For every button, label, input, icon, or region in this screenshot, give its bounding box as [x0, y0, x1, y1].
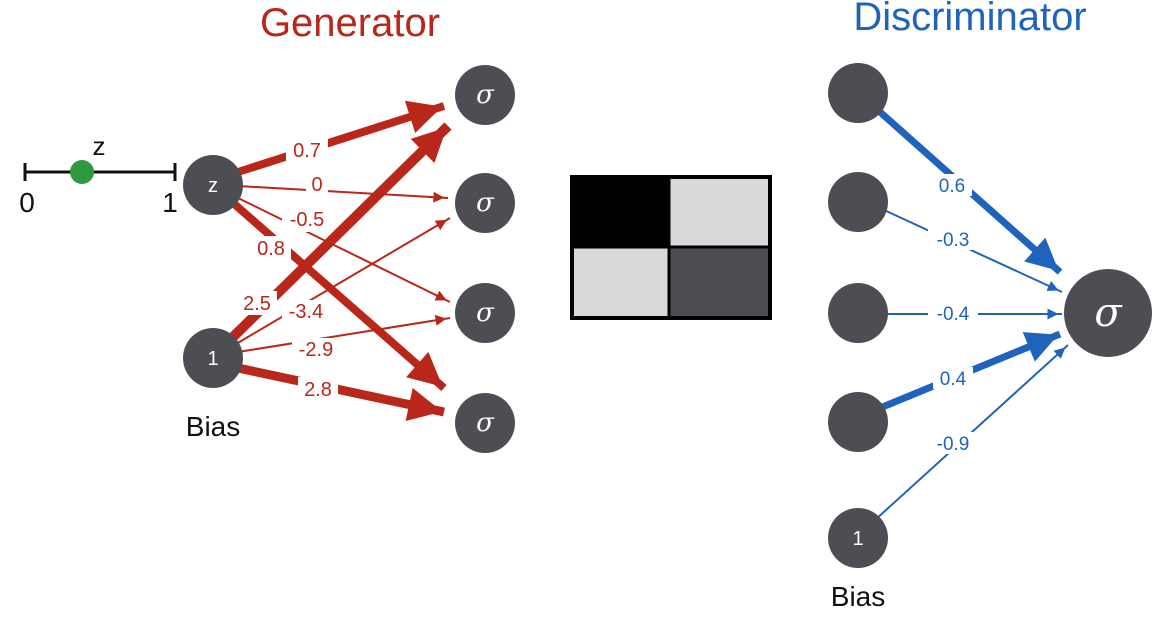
weight-label-z-o3: -0.5: [290, 209, 324, 231]
weight-label-d5: -0.9: [937, 434, 970, 455]
z-slider[interactable]: z 0 1: [19, 131, 178, 218]
sigma-label: σ: [476, 80, 495, 110]
sigma-label: σ: [1094, 290, 1123, 336]
weight-label-z-o4: 0.8: [257, 238, 285, 260]
generated-image-grid: [570, 175, 772, 320]
weight-label-b-o1: 2.5: [243, 293, 271, 315]
discriminator-output-node: σ: [1064, 269, 1152, 357]
discriminator-bias-node: 1: [828, 508, 888, 568]
weight-label-d1: 0.6: [939, 176, 965, 197]
edge-b-o3: [237, 314, 451, 353]
edge-z-o4: [229, 198, 447, 392]
slider-handle[interactable]: [70, 160, 94, 184]
edge-z-o1: [236, 100, 446, 176]
discriminator-weight-labels: 0.6 -0.3 -0.4 0.4 -0.9: [928, 174, 978, 455]
discriminator-input-node-1: [828, 63, 888, 123]
weight-label-z-o1: 0.7: [293, 140, 321, 162]
weight-label-b-o3: -2.9: [299, 339, 333, 361]
edge-b-o2: [235, 217, 451, 345]
generator-output-node-3: σ: [455, 283, 515, 343]
slider-min-label: 0: [19, 187, 35, 218]
weight-label-d3: -0.4: [937, 304, 970, 325]
bias-node-label: 1: [207, 348, 218, 370]
edge-d2: [883, 209, 1063, 293]
discriminator-bias-caption: Bias: [831, 581, 885, 612]
weight-label-b-o4: 2.8: [304, 379, 332, 401]
sigma-label: σ: [476, 298, 495, 328]
image-cell-bottom-right: [669, 247, 770, 318]
discriminator-input-node-3: [828, 283, 888, 343]
sigma-label: σ: [476, 188, 495, 218]
generator-output-node-2: σ: [455, 173, 515, 233]
generator-bias-node: 1: [183, 328, 243, 388]
slider-variable-label: z: [93, 131, 106, 161]
weight-label-d2: -0.3: [937, 230, 970, 251]
weight-label-z-o2: 0: [311, 174, 322, 196]
sigma-label: σ: [476, 408, 495, 438]
generator-edges: [228, 100, 452, 422]
slider-max-label: 1: [162, 187, 178, 218]
generator-input-node: z: [183, 155, 243, 215]
generator-bias-caption: Bias: [186, 411, 240, 442]
weight-label-d4: 0.4: [940, 369, 967, 390]
image-cell-top-left: [572, 177, 669, 247]
image-cell-top-right: [669, 177, 770, 247]
edge-z-o2: [237, 185, 449, 203]
image-cell-bottom-left: [572, 247, 669, 318]
generator-output-node-1: σ: [455, 65, 515, 125]
generator-weight-labels: 0.7 0 -0.5 0.8 2.5 -3.4 -2.9 2.8: [237, 138, 340, 401]
edge-b-o4: [237, 363, 445, 422]
discriminator-input-node-2: [828, 172, 888, 232]
discriminator-title: Discriminator: [853, 0, 1086, 39]
discriminator-input-node-4: [828, 392, 888, 452]
weight-label-b-o2: -3.4: [289, 301, 323, 323]
generator-output-node-4: σ: [455, 393, 515, 453]
generator-title: Generator: [260, 1, 440, 45]
edge-z-o3: [233, 195, 451, 303]
bias-node-label: 1: [852, 528, 863, 550]
image-grid-border: [570, 175, 772, 320]
input-node-label: z: [208, 175, 218, 197]
